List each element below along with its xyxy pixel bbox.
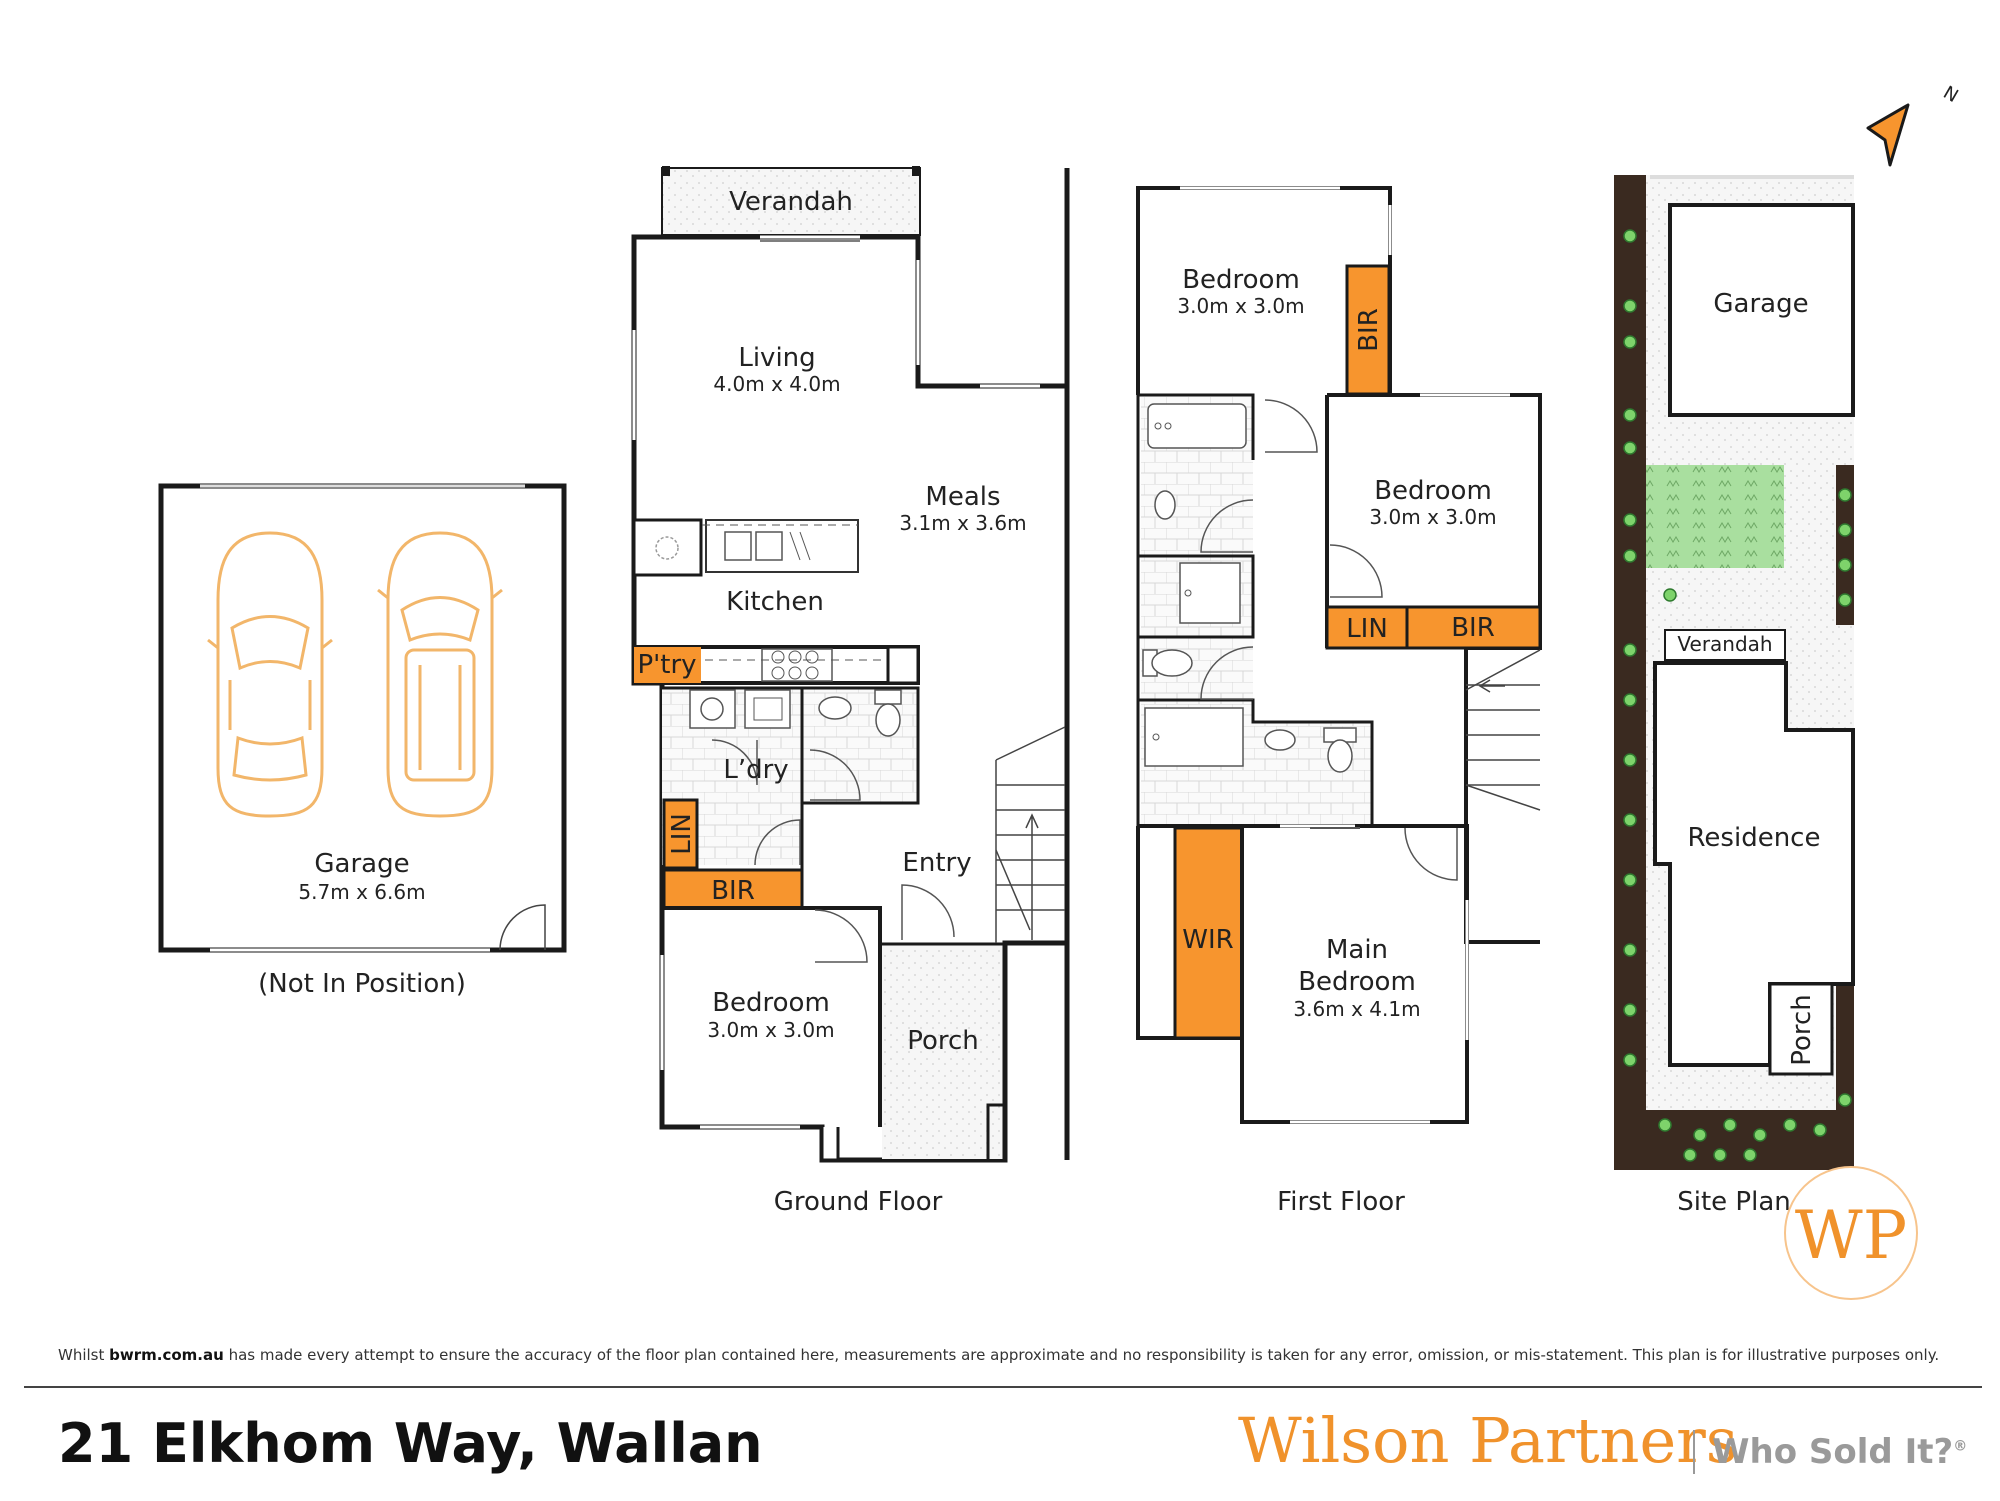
site-porch-label: Porch <box>1787 994 1817 1066</box>
brand-tagline-text: Who Sold It? <box>1712 1432 1954 1472</box>
meals-name: Meals <box>925 482 1000 512</box>
disclaimer-text: Whilst bwrm.com.au has made every attemp… <box>58 1346 1958 1364</box>
disclaimer-prefix: Whilst <box>58 1346 110 1364</box>
registered-mark: ® <box>1953 1438 1968 1455</box>
living-name: Living <box>738 343 815 373</box>
garage-name: Garage <box>314 849 409 879</box>
wp-logo-seal: WP <box>1784 1166 1918 1300</box>
laundry-label: L’dry <box>723 755 788 785</box>
garage-note: (Not In Position) <box>258 969 466 999</box>
ground-floor-label: Ground Floor <box>774 1187 943 1217</box>
ff-bed2-size: 3.0m x 3.0m <box>1369 505 1496 529</box>
meals-size: 3.1m x 3.6m <box>899 511 1026 535</box>
ground-floor-plan: Verandah P'try <box>631 166 1070 1217</box>
main-bedroom-line1: Main <box>1326 935 1388 965</box>
porch-label: Porch <box>907 1026 979 1056</box>
ff-lin-label: LIN <box>1346 614 1388 644</box>
wp-logo-text: WP <box>1795 1197 1907 1274</box>
gf-bedroom-name: Bedroom <box>712 988 830 1018</box>
wir-label: WIR <box>1182 925 1233 955</box>
site-verandah-label: Verandah <box>1677 632 1772 656</box>
first-floor-plan: BIR Bedroom 3.0m x 3.0m LIN BIR Bedroom … <box>1136 186 1542 1217</box>
brand-separator <box>1693 1430 1695 1474</box>
compass-north-arrow-icon: N <box>1866 82 1962 167</box>
ff-bir2-label: BIR <box>1451 613 1495 643</box>
compass-letter: N <box>1940 82 1962 107</box>
floor-plan-drawing: Garage 5.7m x 6.6m (Not In Position) Ver… <box>158 82 1962 1300</box>
footer-divider <box>24 1386 1982 1388</box>
main-bedroom-size: 3.6m x 4.1m <box>1293 997 1420 1021</box>
property-address: 21 Elkhom Way, Wallan <box>58 1412 763 1475</box>
site-residence-label: Residence <box>1688 823 1821 853</box>
site-plan: Garage Verandah Residence Porch Site Pla… <box>1614 175 1855 1217</box>
garage-plan: Garage 5.7m x 6.6m (Not In Position) <box>158 483 567 999</box>
living-size: 4.0m x 4.0m <box>713 372 840 396</box>
entry-label: Entry <box>902 848 971 878</box>
ff-bed2-name: Bedroom <box>1374 476 1492 506</box>
site-plan-label: Site Plan <box>1677 1187 1791 1217</box>
disclaimer-site-link[interactable]: bwrm.com.au <box>109 1346 224 1364</box>
main-bedroom-line2: Bedroom <box>1298 967 1416 997</box>
disclaimer-rest: has made every attempt to ensure the acc… <box>223 1346 1940 1364</box>
first-floor-label: First Floor <box>1277 1187 1405 1217</box>
gf-bir-label: BIR <box>711 876 755 906</box>
brand-logo-wordmark: Wilson Partners <box>1238 1404 1738 1477</box>
kitchen-label: Kitchen <box>726 587 824 617</box>
garage-size: 5.7m x 6.6m <box>298 880 425 904</box>
car-icon <box>377 531 503 818</box>
ff-bir1-label: BIR <box>1354 308 1384 352</box>
ff-bed1-size: 3.0m x 3.0m <box>1177 294 1304 318</box>
brand-tagline: Who Sold It?® <box>1712 1432 1967 1472</box>
gf-lin-label: LIN <box>667 813 697 855</box>
car-icon <box>207 531 333 818</box>
ff-bed1-name: Bedroom <box>1182 265 1300 295</box>
gf-bedroom-size: 3.0m x 3.0m <box>707 1018 834 1042</box>
pantry-block <box>634 647 701 683</box>
site-garage-label: Garage <box>1713 289 1808 319</box>
pantry-label: P'try <box>637 650 696 680</box>
verandah-label: Verandah <box>729 187 853 217</box>
